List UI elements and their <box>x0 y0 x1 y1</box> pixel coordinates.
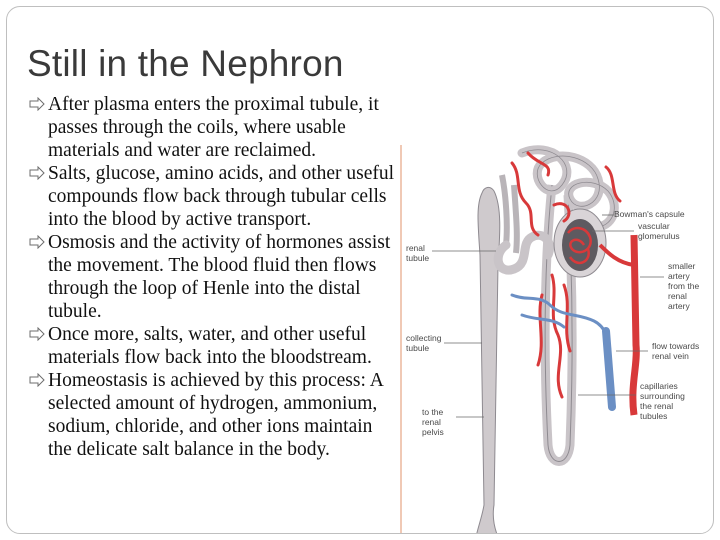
label-glomerulus: glomerulus <box>638 231 680 241</box>
collecting-tubule <box>476 186 501 533</box>
bullet-text: Once more, salts, water, and other usefu… <box>48 324 372 368</box>
list-item: Once more, salts, water, and other usefu… <box>26 323 396 369</box>
label-smaller-artery-4: renal <box>668 291 687 301</box>
nephron-diagram: Bowman's capsule vascular glomerulus ren… <box>400 145 710 533</box>
label-collecting-tubule-2: tubule <box>406 343 429 353</box>
label-capillaries-4: tubules <box>640 411 667 421</box>
vein-trunk <box>602 327 616 411</box>
bullet-text: After plasma enters the proximal tubule,… <box>48 94 379 161</box>
label-renal-vein: renal vein <box>652 351 689 361</box>
label-renal: renal <box>422 417 441 427</box>
right-arrow-bullet-icon <box>29 235 45 249</box>
renal-tubule <box>499 174 520 254</box>
right-arrow-bullet-icon <box>29 97 45 111</box>
bullet-text: Homeostasis is achieved by this process:… <box>48 370 383 460</box>
slide-title: Still in the Nephron <box>27 43 344 84</box>
label-vascular: vascular <box>638 221 670 231</box>
label-to-the: to the <box>422 407 444 417</box>
label-flow-towards: flow towards <box>652 341 699 351</box>
list-item: Homeostasis is achieved by this process:… <box>26 369 396 461</box>
label-smaller-artery-2: artery <box>668 271 690 281</box>
label-smaller-artery-1: smaller <box>668 261 696 271</box>
right-arrow-bullet-icon <box>29 327 45 341</box>
slide: Still in the Nephron After plasma enters… <box>6 6 714 534</box>
bullet-list: After plasma enters the proximal tubule,… <box>26 93 396 461</box>
list-item: Osmosis and the activity of hormones ass… <box>26 231 396 323</box>
glomerulus-capillaries <box>567 226 592 265</box>
list-item: Salts, glucose, amino acids, and other u… <box>26 162 396 231</box>
right-arrow-bullet-icon <box>29 373 45 387</box>
label-capillaries-1: capillaries <box>640 381 678 391</box>
list-item: After plasma enters the proximal tubule,… <box>26 93 396 162</box>
bullet-text: Osmosis and the activity of hormones ass… <box>48 232 391 322</box>
label-collecting-tubule-1: collecting <box>406 333 442 343</box>
right-arrow-bullet-icon <box>29 166 45 180</box>
label-smaller-artery-3: from the <box>668 281 699 291</box>
label-bowmans-capsule: Bowman's capsule <box>614 209 685 219</box>
label-capillaries-2: surrounding <box>640 391 685 401</box>
label-renal-tubule-1: renal <box>406 243 425 253</box>
renal-artery <box>629 234 640 416</box>
label-pelvis: pelvis <box>422 427 444 437</box>
label-renal-tubule-2: tubule <box>406 253 429 263</box>
peritubular-capillaries <box>510 151 622 399</box>
bullet-text: Salts, glucose, amino acids, and other u… <box>48 163 395 230</box>
label-capillaries-3: the renal <box>640 401 673 411</box>
label-smaller-artery-5: artery <box>668 301 690 311</box>
